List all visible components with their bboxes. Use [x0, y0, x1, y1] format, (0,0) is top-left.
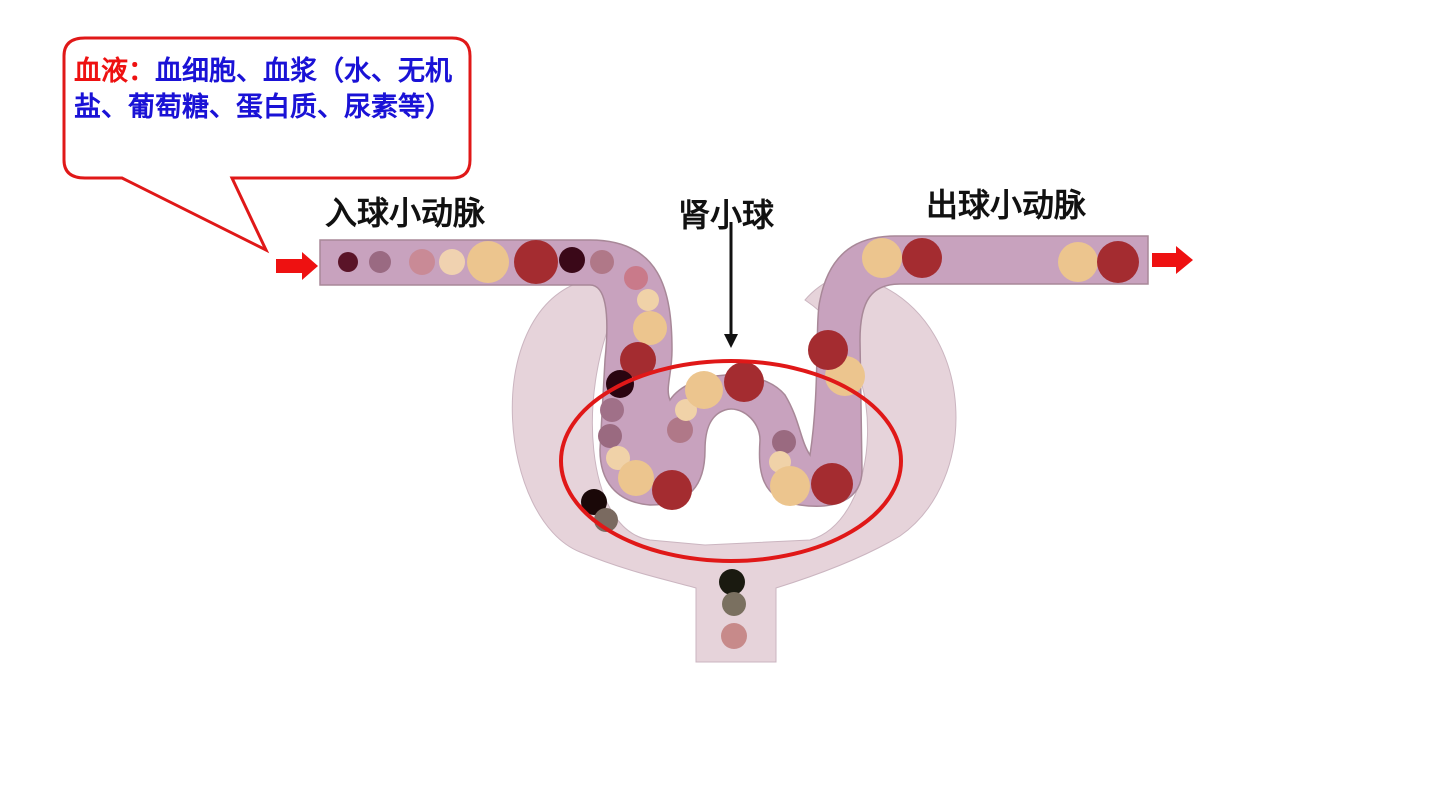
- callout-bubble: [62, 36, 472, 254]
- cell: [808, 330, 848, 370]
- callout-body: 血细胞、血浆（水、无机盐、葡萄糖、蛋白质、尿素等）: [74, 56, 452, 123]
- cell: [618, 460, 654, 496]
- cell: [369, 251, 391, 273]
- cell: [514, 240, 558, 284]
- cell: [600, 398, 624, 422]
- cell: [637, 289, 659, 311]
- cell: [724, 362, 764, 402]
- blood-cells: [338, 238, 1139, 649]
- cell: [467, 241, 509, 283]
- callout-key: 血液：: [74, 56, 155, 87]
- cell: [719, 569, 745, 595]
- cell: [770, 466, 810, 506]
- cell: [620, 342, 656, 378]
- cell: [667, 417, 693, 443]
- cell: [624, 266, 648, 290]
- cell: [338, 252, 358, 272]
- cell: [598, 424, 622, 448]
- cell: [722, 592, 746, 616]
- cell: [1058, 242, 1098, 282]
- cell: [559, 247, 585, 273]
- cell: [590, 250, 614, 274]
- cell: [606, 446, 630, 470]
- cell: [1097, 241, 1139, 283]
- inflow-arrow: [276, 252, 318, 280]
- cell: [721, 623, 747, 649]
- glomerulus-highlight-ring: [559, 359, 903, 563]
- cell: [862, 238, 902, 278]
- cell: [902, 238, 942, 278]
- cell: [581, 489, 607, 515]
- cell: [633, 311, 667, 345]
- outflow-arrow: [1152, 246, 1193, 274]
- cell: [675, 399, 697, 421]
- callout-text: 血液：血细胞、血浆（水、无机盐、葡萄糖、蛋白质、尿素等）: [74, 54, 454, 126]
- cell: [685, 371, 723, 409]
- label-afferent-arteriole: 入球小动脉: [325, 194, 486, 232]
- cell: [409, 249, 435, 275]
- label-glomerulus: 肾小球: [678, 196, 775, 234]
- cell: [652, 470, 692, 510]
- cell: [772, 430, 796, 454]
- cell: [811, 463, 853, 505]
- label-efferent-arteriole: 出球小动脉: [926, 186, 1087, 224]
- pointer-arrow: [724, 222, 738, 348]
- cell: [439, 249, 465, 275]
